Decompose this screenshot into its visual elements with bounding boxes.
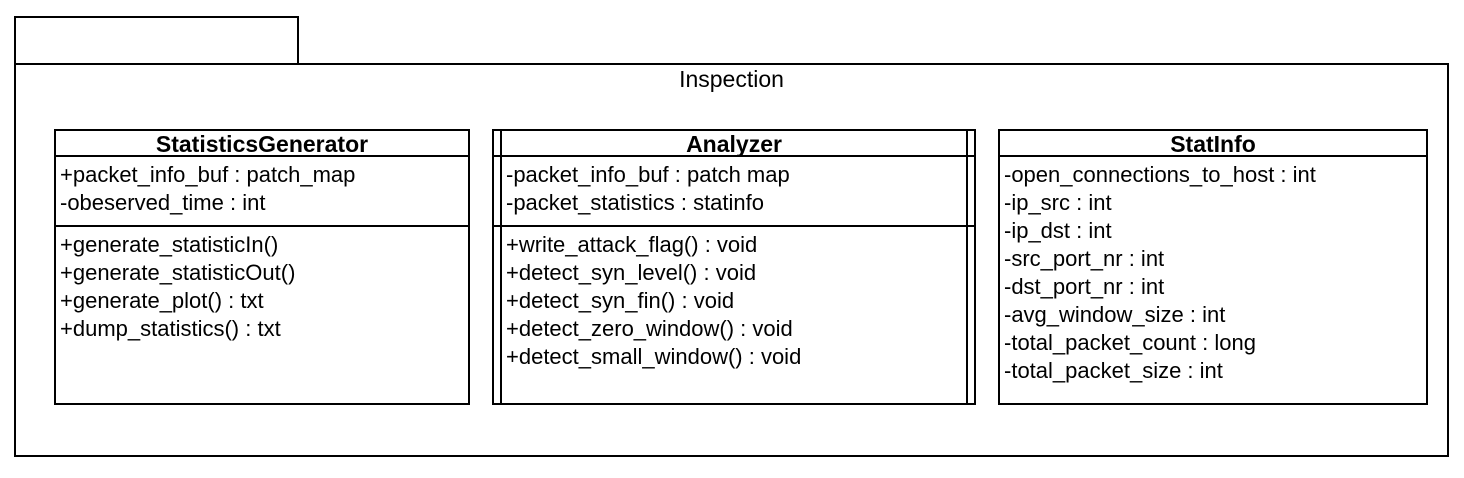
operations-compartment: +generate_statisticIn() +generate_statis… xyxy=(56,227,468,343)
operation: +generate_statisticOut() xyxy=(60,260,296,285)
operation: +detect_small_window() : void xyxy=(506,344,802,369)
operation: +generate_plot() : txt xyxy=(60,288,264,313)
class-statistics-generator: StatisticsGenerator +packet_info_buf : p… xyxy=(54,129,470,405)
attributes-compartment: -packet_info_buf : patch map -packet_sta… xyxy=(494,157,974,227)
operation: +dump_statistics() : txt xyxy=(60,316,281,341)
attributes-compartment: +packet_info_buf : patch_map -obeserved_… xyxy=(56,157,468,227)
attributes-compartment: -open_connections_to_host : int -ip_src … xyxy=(1000,157,1426,385)
class-name: StatInfo xyxy=(1000,131,1426,157)
attribute: -ip_src : int xyxy=(1004,190,1112,215)
attribute: -src_port_nr : int xyxy=(1004,246,1165,271)
class-name: Analyzer xyxy=(494,131,974,157)
operation: +detect_syn_fin() : void xyxy=(506,288,735,313)
attribute: -dst_port_nr : int xyxy=(1004,274,1165,299)
attribute: -total_packet_size : int xyxy=(1004,358,1223,383)
attribute: +packet_info_buf : patch_map xyxy=(60,162,356,187)
operation: +detect_zero_window() : void xyxy=(506,316,793,341)
operations-compartment: +write_attack_flag() : void +detect_syn_… xyxy=(494,227,974,371)
attribute: -packet_statistics : statinfo xyxy=(506,190,764,215)
active-class-bar-left xyxy=(500,131,502,403)
operation: +detect_syn_level() : void xyxy=(506,260,757,285)
attribute: -total_packet_count : long xyxy=(1004,330,1256,355)
class-statinfo: StatInfo -open_connections_to_host : int… xyxy=(998,129,1428,405)
class-analyzer: Analyzer -packet_info_buf : patch map -p… xyxy=(492,129,976,405)
attribute: -ip_dst : int xyxy=(1004,218,1112,243)
class-name: StatisticsGenerator xyxy=(56,131,468,157)
attribute: -avg_window_size : int xyxy=(1004,302,1226,327)
package-name: Inspection xyxy=(679,66,784,92)
attribute: -obeserved_time : int xyxy=(60,190,266,215)
attribute: -open_connections_to_host : int xyxy=(1004,162,1316,187)
active-class-bar-right xyxy=(966,131,968,403)
attribute: -packet_info_buf : patch map xyxy=(506,162,790,187)
package-tab xyxy=(14,16,299,63)
operation: +write_attack_flag() : void xyxy=(506,232,758,257)
operation: +generate_statisticIn() xyxy=(60,232,279,257)
